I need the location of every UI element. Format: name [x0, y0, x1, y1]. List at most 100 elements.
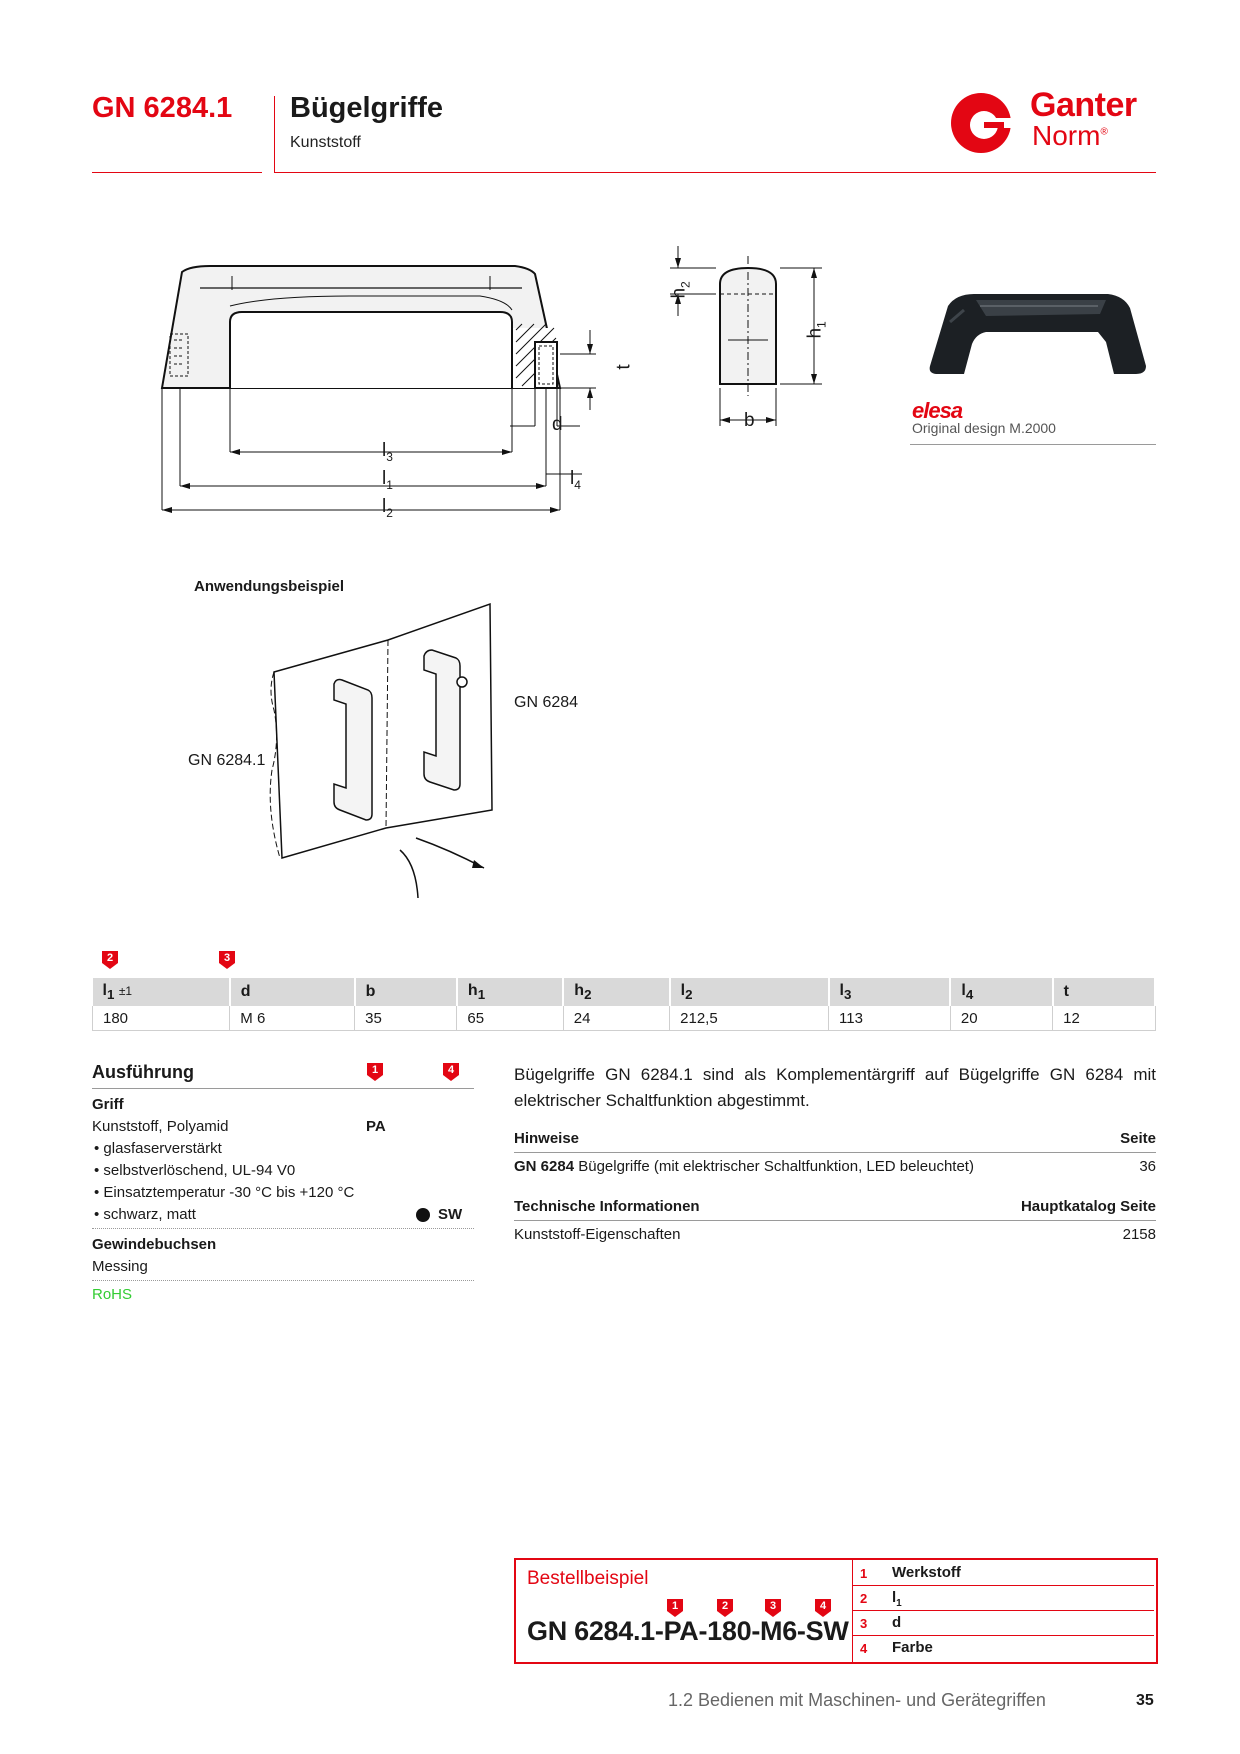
table-cell: 212,5 [669, 1006, 830, 1032]
tech-info-page: 2158 [1122, 1226, 1156, 1243]
material-code: PA [366, 1118, 386, 1135]
gewindebuchsen-heading: Gewindebuchsen [92, 1236, 217, 1253]
page-number: 35 [1136, 1692, 1154, 1709]
dim-label-l2: l2 [382, 496, 393, 520]
hinweise-page: 36 [1139, 1158, 1156, 1175]
order-box-divider [852, 1560, 853, 1662]
legend-rule [853, 1610, 1154, 1611]
dim-label-t: t [613, 364, 635, 370]
table-header-t: t [1052, 978, 1157, 1007]
bullet-item: • Einsatztemperatur -30 °C bis +120 °C [94, 1184, 355, 1201]
dim-label-l1: l1 [382, 468, 393, 492]
griff-material: Kunststoff, Polyamid [92, 1118, 229, 1135]
dim-label-b: b [744, 410, 755, 431]
elesa-logo: elesa [912, 398, 963, 423]
gewindebuchsen-material: Messing [92, 1258, 148, 1275]
brand-name: Ganter [1030, 86, 1137, 124]
legend-label: l1 [892, 1589, 902, 1609]
table-header-h2: h2 [563, 978, 671, 1007]
table-cell: 35 [354, 1006, 458, 1032]
page-subtitle: Kunststoff [290, 134, 361, 151]
table-header-h1: h1 [456, 978, 565, 1007]
legend-rule [853, 1635, 1154, 1636]
original-design-note: Original design M.2000 [912, 420, 1056, 436]
hauptkatalog-heading: Hauptkatalog Seite [1020, 1198, 1156, 1215]
badge-1-icon: 1 [366, 1062, 384, 1082]
dimension-table: l1 ±1 d b h1 h2 l2 l3 l4 t 180 M 6 35 65… [91, 978, 1157, 1032]
table-header-row: l1 ±1 d b h1 h2 l2 l3 l4 t [92, 978, 1157, 1007]
bullet-item: • glasfaserverstärkt [94, 1140, 222, 1157]
badge-3-icon: 3 [218, 950, 236, 970]
product-photo [929, 294, 1146, 374]
footer-section: 1.2 Bedienen mit Maschinen- und Gerätegr… [668, 1690, 1046, 1710]
product-code: GN 6284.1 [92, 92, 233, 124]
application-illustration [269, 602, 493, 899]
photo-rule [910, 444, 1156, 445]
dim-label-l3: l3 [382, 440, 393, 464]
tech-info-item: Kunststoff-Eigenschaften [514, 1226, 681, 1243]
griff-heading: Griff [92, 1096, 124, 1113]
table-header-l4: l4 [950, 978, 1054, 1007]
legend-label: Farbe [892, 1639, 933, 1656]
application-label-gn62841: GN 6284.1 [188, 752, 266, 769]
technical-drawing-side [670, 246, 822, 426]
dim-label-h2: h2 [668, 281, 693, 299]
table-header-l2: l2 [669, 978, 830, 1007]
header-rule-right [274, 172, 1156, 173]
table-cell: M 6 [229, 1006, 356, 1032]
black-color-dot-icon [416, 1208, 430, 1222]
table-row: 180 M 6 35 65 24 212,5 113 20 12 [91, 1006, 1156, 1032]
table-cell: 113 [828, 1006, 951, 1032]
table-cell: 180 [91, 1006, 231, 1032]
hinweise-item: GN 6284 Bügelgriffe (mit elektrischer Sc… [514, 1158, 974, 1175]
order-code: GN 6284.1-PA-180-M6-SW [527, 1616, 849, 1646]
ganter-logo-icon [951, 93, 1014, 153]
table-cell: 65 [456, 1006, 564, 1032]
page-title: Bügelgriffe [290, 92, 444, 124]
technical-drawing-front [160, 265, 596, 513]
table-cell: 24 [563, 1006, 671, 1032]
badge-4-icon: 4 [442, 1062, 460, 1082]
tech-info-rule [514, 1220, 1156, 1221]
ausfuehrung-rule [92, 1088, 474, 1089]
rohs-label: RoHS [92, 1286, 133, 1303]
seite-heading: Seite [1120, 1130, 1156, 1147]
order-badge-2-icon: 2 [716, 1598, 734, 1618]
hinweise-heading: Hinweise [514, 1130, 580, 1147]
dim-label-h1: h1 [804, 321, 829, 339]
legend-number: 1 [860, 1566, 868, 1581]
header-rule-left [92, 172, 262, 173]
dim-label-d: d [552, 414, 563, 435]
gewindebuchsen-dotted-rule [92, 1280, 474, 1281]
bullet-item: • schwarz, matt [94, 1206, 196, 1223]
ausfuehrung-heading: Ausführung [92, 1062, 194, 1082]
table-cell: 12 [1052, 1006, 1156, 1032]
application-heading: Anwendungsbeispiel [194, 578, 345, 595]
dim-label-l4: l4 [570, 468, 581, 492]
order-example-box [514, 1558, 1158, 1664]
brand-subname: Norm® [1032, 120, 1108, 151]
color-code: SW [438, 1206, 463, 1223]
table-header-b: b [354, 978, 458, 1007]
legend-number: 2 [860, 1591, 868, 1606]
order-badge-3-icon: 3 [764, 1598, 782, 1618]
legend-rule [853, 1585, 1154, 1586]
header-divider [274, 96, 275, 172]
application-label-gn6284: GN 6284 [514, 694, 579, 711]
order-badge-4-icon: 4 [814, 1598, 832, 1618]
table-header-d: d [229, 978, 356, 1007]
legend-label: Werkstoff [892, 1564, 961, 1581]
intro-paragraph: Bügelgriffe GN 6284.1 sind als Komplemen… [514, 1065, 1156, 1110]
order-example-heading: Bestellbeispiel [527, 1568, 649, 1589]
legend-number: 3 [860, 1616, 868, 1631]
hinweise-rule [514, 1152, 1156, 1153]
table-cell: 20 [950, 1006, 1054, 1032]
ausfuehrung-dotted-rule [92, 1228, 474, 1229]
legend-label: d [892, 1614, 902, 1631]
legend-number: 4 [860, 1641, 868, 1656]
table-header-l3: l3 [828, 978, 952, 1007]
bullet-item: • selbstverlöschend, UL-94 V0 [94, 1162, 296, 1179]
table-header-l1: l1 ±1 [92, 978, 231, 1007]
tech-info-heading: Technische Informationen [514, 1198, 700, 1215]
order-badge-1-icon: 1 [666, 1598, 684, 1618]
